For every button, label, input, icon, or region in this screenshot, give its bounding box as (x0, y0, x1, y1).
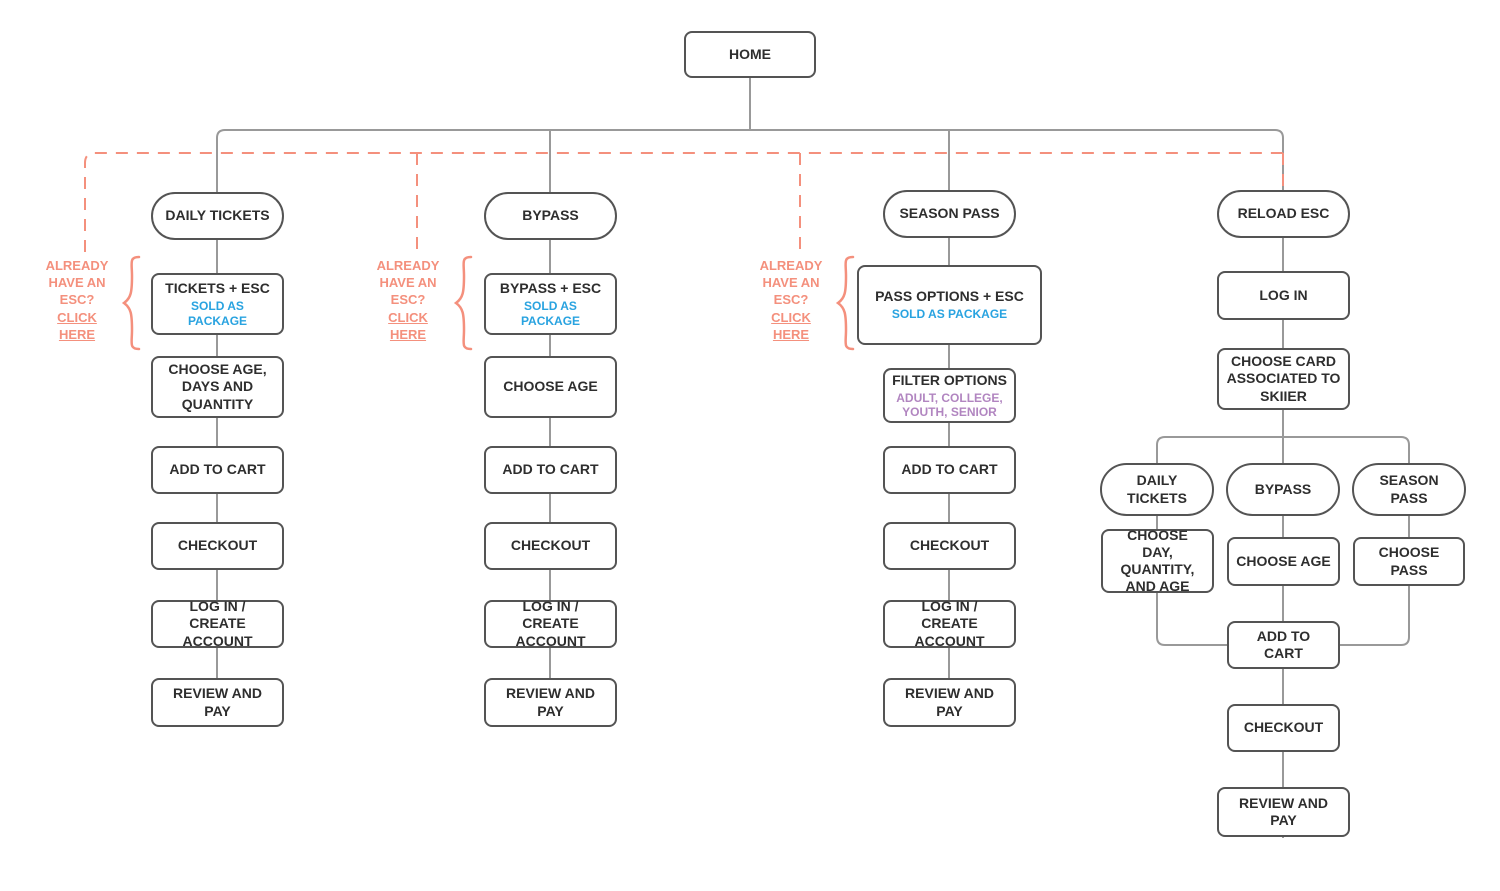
node-label: CHECKOUT (177, 537, 258, 554)
node-reload-daily-tickets[interactable]: DAILY TICKETS (1100, 463, 1214, 516)
node-label: DAILY TICKETS (1127, 472, 1187, 506)
node-label: LOG IN / CREATE ACCOUNT (182, 598, 253, 649)
node-title: BYPASS + ESC (499, 280, 602, 297)
esc-note-click-here-link[interactable]: CLICK HERE (388, 309, 428, 342)
esc-note-braces (121, 255, 855, 351)
edge-merge-left (1156, 593, 1227, 646)
node-reload-choose-card[interactable]: CHOOSE CARD ASSOCIATED TO SKIIER (1217, 348, 1350, 410)
node-reload-esc-root[interactable]: RELOAD ESC (1217, 190, 1350, 238)
brace-season (835, 255, 855, 351)
node-season-package[interactable]: PASS OPTIONS + ESC SOLD AS PACKAGE (857, 265, 1042, 345)
node-season-add-to-cart[interactable]: ADD TO CART (883, 446, 1016, 494)
node-label: SEASON PASS (1379, 472, 1439, 506)
node-subtitle-sold-as-package: SOLD AS PACKAGE (187, 299, 248, 328)
esc-note-question: ALREADY HAVE AN ESC? (376, 258, 440, 307)
node-season-filter-options[interactable]: FILTER OPTIONS ADULT, COLLEGE, YOUTH, SE… (883, 368, 1016, 423)
node-bypass-review-and-pay[interactable]: REVIEW AND PAY (484, 678, 617, 727)
node-daily-review-and-pay[interactable]: REVIEW AND PAY (151, 678, 284, 727)
dashed-rail (84, 152, 1283, 252)
node-season-pass-root[interactable]: SEASON PASS (883, 190, 1016, 238)
node-bypass-choose-age[interactable]: CHOOSE AGE (484, 356, 617, 418)
node-label: RELOAD ESC (1237, 205, 1330, 222)
esc-note-click-here-link[interactable]: CLICK HERE (771, 309, 811, 342)
node-reload-review-and-pay[interactable]: REVIEW AND PAY (1217, 787, 1350, 837)
node-reload-log-in[interactable]: LOG IN (1217, 271, 1350, 320)
node-daily-login-create-account[interactable]: LOG IN / CREATE ACCOUNT (151, 598, 284, 649)
node-bypass-login-create-account[interactable]: LOG IN / CREATE ACCOUNT (484, 598, 617, 649)
node-subtitle-sold-as-package: SOLD AS PACKAGE (520, 299, 581, 328)
node-label: LOG IN (1259, 286, 1308, 303)
node-title: FILTER OPTIONS (892, 371, 1007, 388)
node-label: CHOOSE DAY, QUANTITY, AND AGE (1120, 526, 1195, 595)
esc-note-question: ALREADY HAVE AN ESC? (759, 258, 823, 307)
node-daily-package[interactable]: TICKETS + ESC SOLD AS PACKAGE (151, 273, 284, 335)
node-label: ADD TO CART (1256, 627, 1311, 661)
node-daily-tickets-root[interactable]: DAILY TICKETS (151, 192, 284, 240)
node-bypass-package[interactable]: BYPASS + ESC SOLD AS PACKAGE (484, 273, 617, 335)
edge-top-rail (216, 129, 1284, 192)
node-reload-season-pass[interactable]: SEASON PASS (1352, 463, 1466, 516)
node-label: ADD TO CART (169, 461, 266, 478)
node-label: CHOOSE AGE, DAYS AND QUANTITY (168, 361, 267, 412)
node-label: DAILY TICKETS (165, 207, 270, 224)
esc-note-season: ALREADY HAVE AN ESC? CLICK HERE (746, 258, 836, 343)
node-reload-choose-day-quantity-age[interactable]: CHOOSE DAY, QUANTITY, AND AGE (1101, 526, 1214, 595)
node-bypass-root[interactable]: BYPASS (484, 192, 617, 240)
node-label: ADD TO CART (502, 461, 599, 478)
node-label: SEASON PASS (899, 205, 1000, 222)
esc-note-click-here-link[interactable]: CLICK HERE (57, 309, 97, 342)
node-label: REVIEW AND PAY (506, 685, 595, 719)
node-label: CHECKOUT (510, 537, 591, 554)
node-season-review-and-pay[interactable]: REVIEW AND PAY (883, 678, 1016, 727)
node-bypass-checkout[interactable]: CHECKOUT (484, 522, 617, 570)
edge-reload-split (1156, 436, 1410, 463)
node-label: REVIEW AND PAY (173, 685, 262, 719)
node-reload-checkout[interactable]: CHECKOUT (1227, 704, 1340, 752)
node-daily-choose-age-days-quantity[interactable]: CHOOSE AGE, DAYS AND QUANTITY (151, 356, 284, 418)
brace-bypass (453, 255, 473, 351)
node-season-checkout[interactable]: CHECKOUT (883, 522, 1016, 570)
node-title: TICKETS + ESC (165, 280, 270, 297)
node-home[interactable]: HOME (684, 31, 816, 78)
node-season-login-create-account[interactable]: LOG IN / CREATE ACCOUNT (883, 598, 1016, 649)
node-daily-checkout[interactable]: CHECKOUT (151, 522, 284, 570)
node-label: CHOOSE AGE (1236, 552, 1331, 569)
esc-note-daily: ALREADY HAVE AN ESC? CLICK HERE (32, 258, 122, 343)
node-bypass-add-to-cart[interactable]: ADD TO CART (484, 446, 617, 494)
node-label: CHECKOUT (909, 537, 990, 554)
brace-daily (121, 255, 141, 351)
esc-note-bypass: ALREADY HAVE AN ESC? CLICK HERE (363, 258, 453, 343)
node-title: PASS OPTIONS + ESC (875, 288, 1024, 305)
dashed-esc-connectors (84, 152, 1284, 252)
node-label: LOG IN / CREATE ACCOUNT (914, 598, 985, 649)
node-label: CHOOSE PASS (1378, 544, 1440, 578)
node-label: CHOOSE AGE (503, 378, 598, 395)
node-label: BYPASS (1254, 480, 1312, 497)
node-reload-choose-pass[interactable]: CHOOSE PASS (1353, 537, 1465, 586)
node-subtitle-sold-as-package: SOLD AS PACKAGE (891, 307, 1008, 322)
node-label: CHOOSE CARD ASSOCIATED TO SKIIER (1226, 353, 1341, 404)
node-reload-choose-age[interactable]: CHOOSE AGE (1227, 537, 1340, 586)
node-label: REVIEW AND PAY (905, 685, 994, 719)
node-label: CHECKOUT (1243, 719, 1324, 736)
node-home-label: HOME (729, 45, 771, 62)
edge-merge-right (1339, 586, 1410, 646)
node-daily-add-to-cart[interactable]: ADD TO CART (151, 446, 284, 494)
node-label: REVIEW AND PAY (1239, 794, 1328, 828)
node-label: LOG IN / CREATE ACCOUNT (515, 598, 586, 649)
node-reload-add-to-cart[interactable]: ADD TO CART (1227, 621, 1340, 669)
esc-note-question: ALREADY HAVE AN ESC? (45, 258, 109, 307)
node-reload-bypass[interactable]: BYPASS (1226, 463, 1340, 516)
node-subtitle-age-filters: ADULT, COLLEGE, YOUTH, SENIOR (896, 390, 1003, 420)
node-label: BYPASS (522, 207, 579, 224)
node-label: ADD TO CART (901, 461, 998, 478)
